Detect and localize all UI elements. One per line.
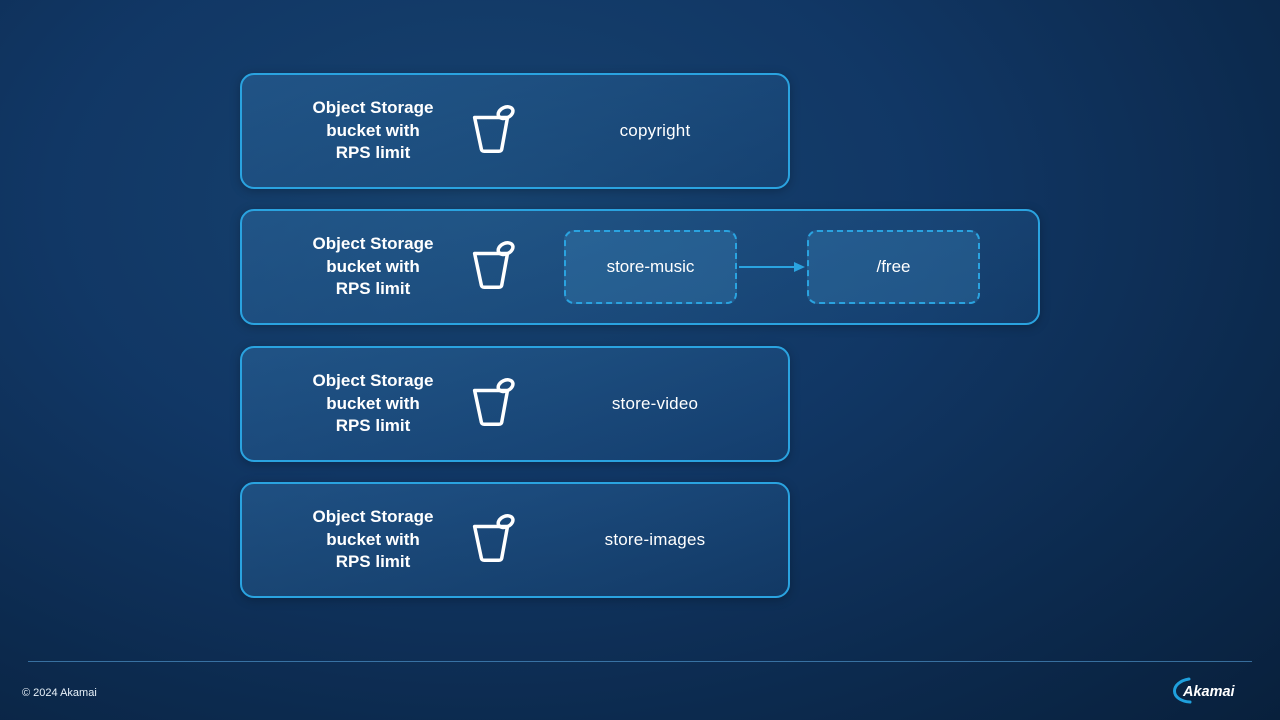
bucket-card-copyright: Object Storage bucket with RPS limit cop… [240, 73, 790, 189]
card-label: Object Storage bucket with RPS limit [312, 371, 434, 436]
bucket-icon [472, 241, 515, 290]
card-label: Object Storage bucket with RPS limit [312, 234, 434, 299]
bucket-card-store-video: Object Storage bucket with RPS limit sto… [240, 346, 790, 462]
bucket-name: copyright [619, 121, 691, 140]
card-label: Object Storage bucket with RPS limit [312, 507, 434, 572]
bucket-card-store-music: Object Storage bucket with RPS limit sto… [240, 209, 1040, 325]
bucket-icon [472, 514, 515, 563]
bucket-card-store-images: Object Storage bucket with RPS limit sto… [240, 482, 790, 598]
bucket-icon [472, 105, 515, 154]
node-free-path: /free [807, 230, 980, 304]
bucket-icon [472, 378, 515, 427]
node-store-music: store-music [564, 230, 737, 304]
footer-divider [28, 661, 1252, 662]
card-label: Object Storage bucket with RPS limit [312, 98, 434, 163]
arrow-store-music-to-free [739, 262, 805, 272]
bucket-name: store-video [611, 394, 699, 413]
copyright-text: © 2024 Akamai [22, 687, 97, 699]
akamai-logo: Akamai [1172, 677, 1236, 704]
akamai-logo-text: Akamai [1182, 684, 1236, 700]
bucket-name: store-images [604, 530, 706, 549]
